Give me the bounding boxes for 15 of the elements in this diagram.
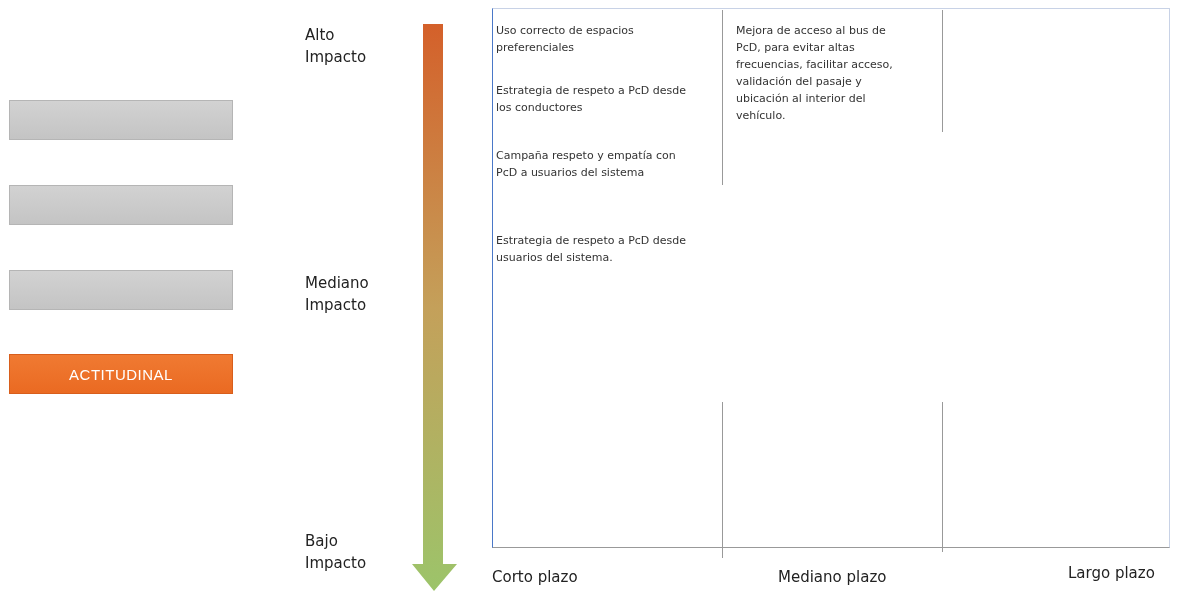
axis-label: Alto Impacto	[305, 25, 368, 68]
strategy-text: Campaña respeto y empatía con PcD a usuarios del sistema	[496, 148, 677, 181]
axis-label: Largo plazo	[1068, 563, 1156, 584]
axis-label: Mediano Impacto	[305, 273, 370, 316]
category-bar: ACTITUDINAL	[9, 354, 233, 394]
axis-label: Mediano plazo	[778, 567, 888, 588]
strategy-text: Uso correcto de espacios preferenciales	[496, 23, 635, 56]
strategy-text: Estrategia de respeto a PcD desde usuarios del sistema.	[496, 233, 688, 266]
category-bar	[9, 100, 233, 140]
strategy-text: Estrategia de respeto a PcD desde los conductores	[496, 83, 688, 116]
axis-label: Bajo Impacto	[305, 531, 368, 574]
axis-label: Corto plazo	[492, 567, 579, 588]
strategy-text: Mejora de acceso al bus de PcD, para evitar altas frecuencias, facilitar acceso, validación del pasaje y ubicación al interior del vehículo.	[736, 23, 894, 124]
category-bar	[9, 185, 233, 225]
category-bar	[9, 270, 233, 310]
